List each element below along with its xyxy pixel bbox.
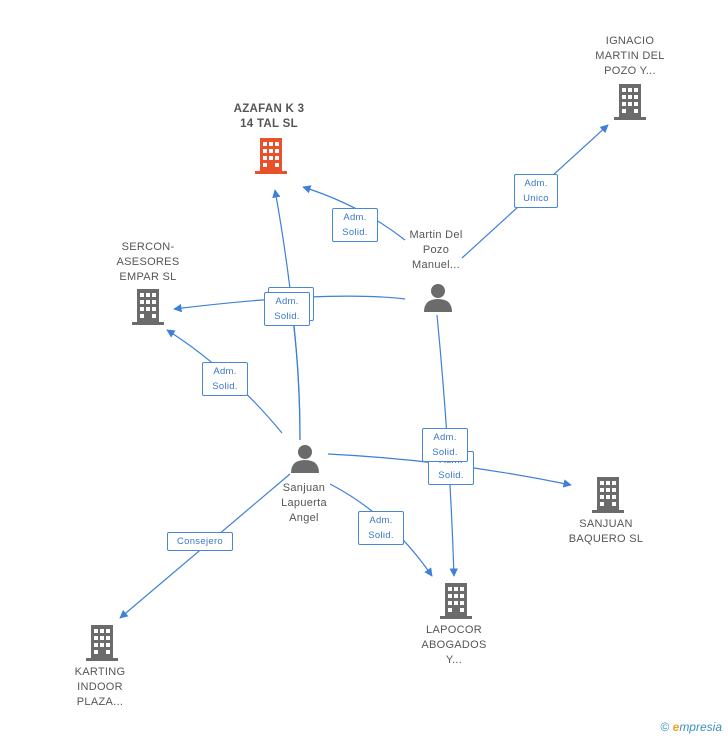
brand-name: mpresia	[679, 720, 722, 734]
footer-brand: © empresia	[660, 720, 722, 734]
building-icon[interactable]	[132, 289, 164, 325]
building-icon[interactable]	[614, 84, 646, 120]
node-label-sanjuan-baquero[interactable]: SANJUAN BAQUERO SL	[568, 518, 644, 545]
node-label-azafan[interactable]: AZAFAN K 3 14 TAL SL	[233, 103, 305, 130]
building-icon[interactable]	[592, 477, 624, 513]
person-icon[interactable]	[290, 443, 320, 473]
node-label-sanjuan-angel[interactable]: Sanjuan Lapuerta Angel	[281, 482, 327, 524]
person-icon[interactable]	[423, 282, 453, 312]
edge-label-consejero[interactable]: Consejero	[167, 532, 233, 551]
building-icon[interactable]	[86, 625, 118, 661]
edge-label-adm-solid-martin-azafan[interactable]: Adm. Solid.	[332, 208, 378, 242]
edge-label-adm-solid-angel-sercon[interactable]: Adm. Solid.	[202, 362, 248, 396]
node-label-lapocor[interactable]: LAPOCOR ABOGADOS Y...	[421, 624, 487, 666]
building-icon[interactable]	[440, 583, 472, 619]
building-icon[interactable]	[255, 138, 287, 174]
node-label-karting[interactable]: KARTING INDOOR PLAZA...	[74, 666, 126, 708]
node-label-martin[interactable]: Martin Del Pozo Manuel...	[409, 229, 463, 271]
edge-label-adm-solid-angel-lapocor[interactable]: Adm. Solid.	[358, 511, 404, 545]
edge-label-adm-solid-martin-lapocor[interactable]: Adm. Solid.	[422, 428, 468, 462]
edge-label-adm-unico[interactable]: Adm. Unico	[514, 174, 558, 208]
edge-label-adm-solid-martin-sercon[interactable]: Adm. Solid.	[264, 292, 310, 326]
node-label-ignacio[interactable]: IGNACIO MARTIN DEL POZO Y...	[595, 35, 665, 77]
copyright-icon: ©	[660, 720, 670, 734]
brand-logo-e: e	[672, 720, 680, 734]
node-label-sercon[interactable]: SERCON- ASESORES EMPAR SL	[116, 241, 180, 283]
